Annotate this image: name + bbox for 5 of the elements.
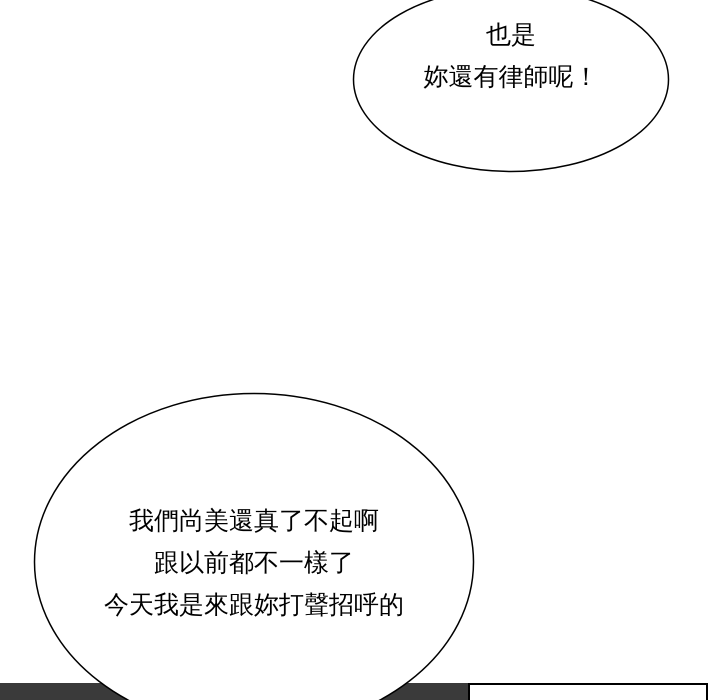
dialogue-text: 今天我是來跟妳打聲招呼的 — [104, 589, 404, 621]
dialogue-text: 跟以前都不一樣了 — [154, 547, 354, 579]
dialogue-text: 也是 — [486, 19, 536, 51]
dialogue-text: 妳還有律師呢！ — [424, 61, 598, 93]
dialogue-text: 我們尚美還真了不起啊 — [129, 505, 379, 537]
